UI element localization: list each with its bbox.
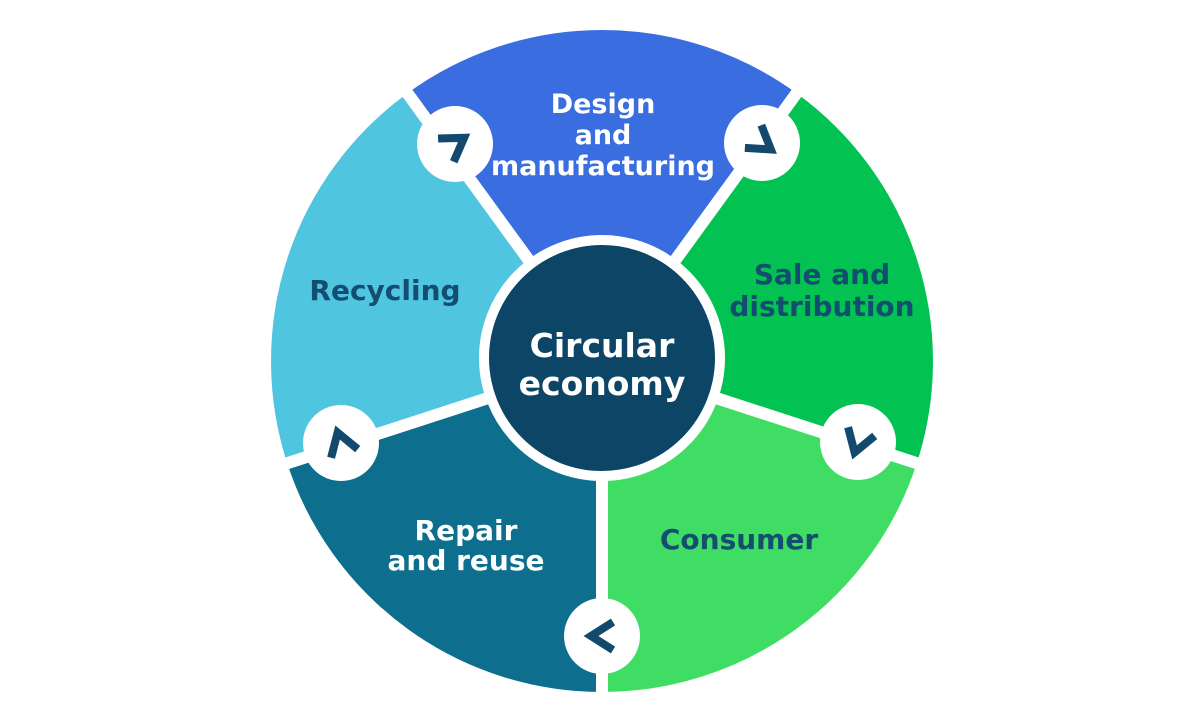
arrow-circle xyxy=(724,105,800,181)
chevron-icon xyxy=(844,426,878,460)
arrow-sale-to-consumer xyxy=(820,404,896,480)
chevron-icon xyxy=(437,133,471,164)
arrow-circle xyxy=(820,404,896,480)
arrow-circle xyxy=(303,405,379,481)
segment-label-recycling: Recycling xyxy=(309,274,460,307)
chevron-icon xyxy=(327,425,361,459)
segment-design-and-manufacturing xyxy=(397,18,807,367)
arrow-consumer-to-repair xyxy=(564,598,640,674)
arrow-circle xyxy=(417,106,493,182)
arrow-design-to-sale xyxy=(724,105,800,181)
center-circle xyxy=(479,235,725,481)
arrow-circle xyxy=(564,598,640,674)
arrow-repair-to-recycling xyxy=(303,405,379,481)
chevron-icon xyxy=(744,123,777,154)
chevron-icon xyxy=(583,618,616,654)
segment-label-consumer: Consumer xyxy=(660,523,818,556)
arrow-recycling-to-design xyxy=(417,106,493,182)
